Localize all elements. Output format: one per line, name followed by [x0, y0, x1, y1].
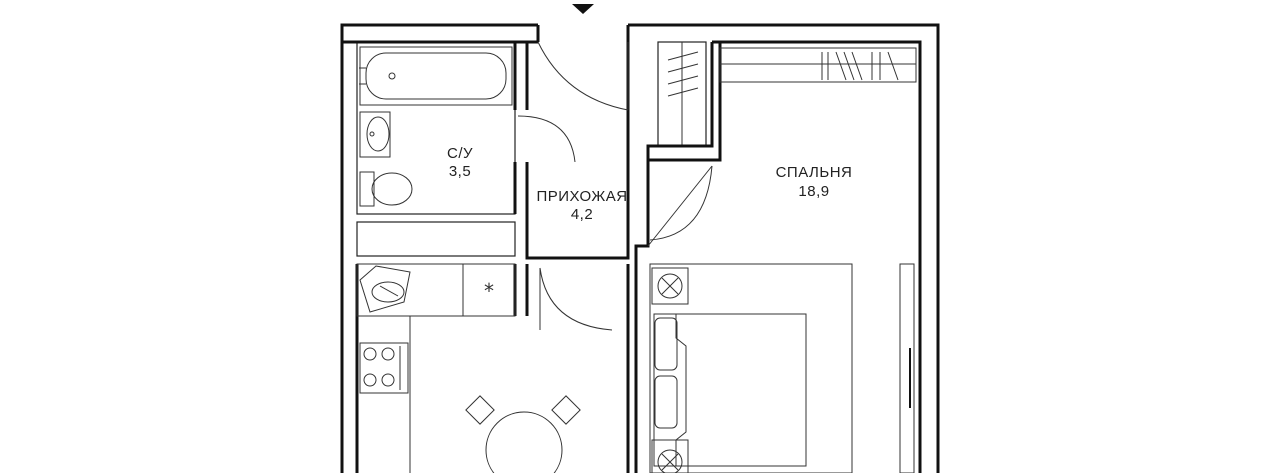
bathroom-name: С/У	[447, 145, 473, 162]
sink-icon	[359, 111, 391, 158]
wardrobe-icon	[657, 41, 707, 147]
entrance-arrow-icon	[572, 4, 594, 14]
kitchen-corner-sink-icon	[359, 265, 411, 313]
stove-icon	[359, 342, 409, 394]
bathtub-icon	[359, 46, 513, 106]
outer-walls	[340, 23, 940, 473]
bed-icon	[649, 263, 853, 473]
dining-table-icon	[465, 395, 581, 473]
bathroom-area: 3,5	[449, 163, 471, 180]
bedroom-area: 18,9	[798, 183, 829, 200]
bathroom-walls	[342, 40, 538, 215]
hallway-walls	[525, 41, 630, 260]
bathroom-door	[517, 115, 576, 163]
kitchen-walls	[355, 264, 630, 473]
storage-shelf	[356, 221, 516, 257]
side-wardrobe-icon	[899, 263, 915, 473]
hallway-area: 4,2	[571, 206, 593, 223]
nightstand-icon	[651, 267, 689, 473]
hallway-name: ПРИХОЖАЯ	[536, 188, 627, 205]
fridge-icon: *	[484, 279, 494, 303]
bedroom-name: СПАЛЬНЯ	[776, 164, 853, 181]
bedroom-closet	[719, 47, 917, 83]
bedroom-walls	[634, 40, 922, 473]
kitchen-counter	[356, 263, 516, 473]
toilet-icon	[359, 171, 413, 207]
